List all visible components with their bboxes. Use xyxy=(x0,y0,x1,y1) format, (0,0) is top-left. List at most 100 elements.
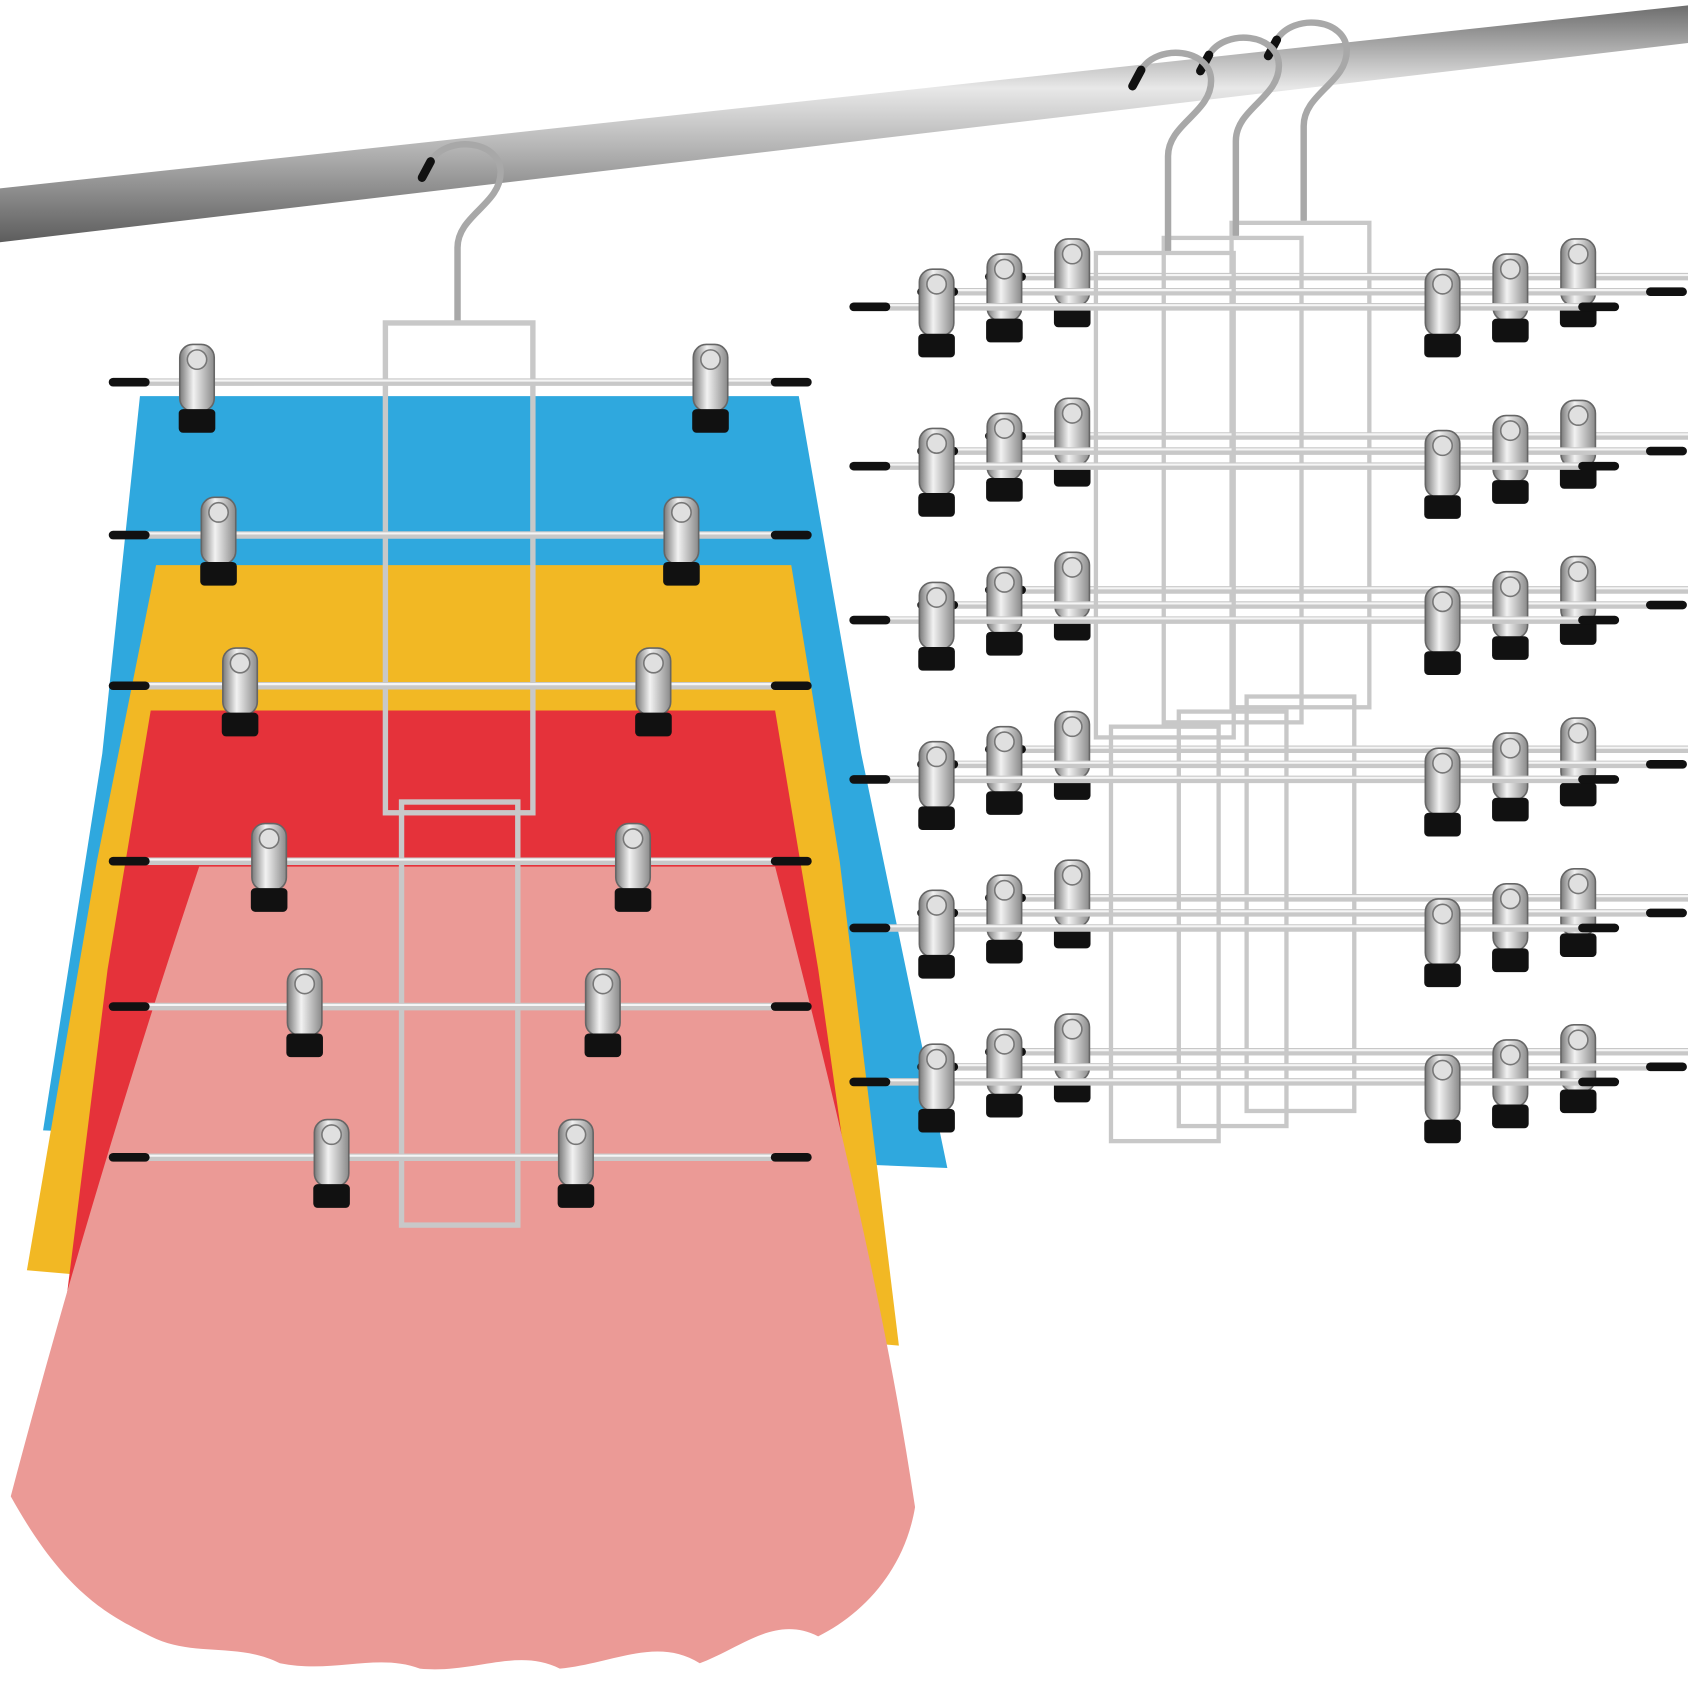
clip xyxy=(1424,898,1461,988)
clip-rivet xyxy=(1432,435,1454,457)
hanger-frame-upper xyxy=(1093,250,1236,740)
clip xyxy=(178,343,216,433)
clip xyxy=(221,647,259,737)
clip-grip xyxy=(986,318,1023,343)
clip xyxy=(918,1043,955,1133)
clip xyxy=(1053,397,1091,487)
clip-grip xyxy=(286,1033,323,1058)
clip-grip xyxy=(663,561,700,586)
clip-rivet xyxy=(186,349,208,371)
clip xyxy=(918,268,955,358)
clip-rivet xyxy=(1432,1059,1454,1081)
clip xyxy=(1424,747,1461,837)
clip-rivet xyxy=(926,433,948,455)
clip-grip xyxy=(918,806,955,831)
clip-grip xyxy=(1492,636,1529,660)
right-hanger-1 xyxy=(849,49,1620,1144)
clip-rivet xyxy=(993,571,1015,593)
clip xyxy=(918,581,955,671)
clip xyxy=(1559,867,1597,958)
clip-grip xyxy=(918,333,955,358)
clip xyxy=(1053,1013,1091,1103)
clip-grip xyxy=(1559,465,1597,489)
clip-rivet xyxy=(1061,243,1083,265)
clip xyxy=(1053,710,1091,800)
clip-grip xyxy=(221,712,259,737)
clip-rivet xyxy=(1499,576,1521,598)
clip-rivet xyxy=(926,586,948,608)
clip-rivet xyxy=(700,349,722,371)
hook xyxy=(1137,49,1215,253)
clip xyxy=(1053,551,1091,641)
clip-rivet xyxy=(1499,420,1521,442)
clip xyxy=(1424,268,1461,358)
clip-grip xyxy=(986,1093,1023,1118)
clip-rivet xyxy=(622,828,644,850)
clip-grip xyxy=(313,1184,350,1208)
clip-grip xyxy=(986,791,1023,815)
clip xyxy=(250,822,288,912)
clip xyxy=(692,343,729,433)
clip-rivet xyxy=(1567,873,1589,895)
clip xyxy=(986,566,1023,656)
clip xyxy=(557,1118,595,1208)
clip-grip xyxy=(1424,651,1461,675)
clip xyxy=(1053,859,1091,949)
clip-grip xyxy=(1492,480,1529,504)
clip-grip xyxy=(986,939,1023,964)
clip-grip xyxy=(986,631,1023,656)
clip-grip xyxy=(918,646,955,671)
clip-grip xyxy=(918,1108,955,1133)
clip-rivet xyxy=(670,501,692,523)
clip-rivet xyxy=(229,652,251,674)
clip xyxy=(635,647,672,737)
hanger-frame-lower xyxy=(398,799,521,1228)
clip-rivet xyxy=(642,652,664,674)
clip-rivet xyxy=(1061,864,1083,886)
clip-rivet xyxy=(1432,903,1454,925)
clip-rivet xyxy=(993,731,1015,753)
clip-grip xyxy=(1559,621,1597,645)
clip-grip xyxy=(1559,933,1597,958)
clip-grip xyxy=(200,561,237,586)
clip-rivet xyxy=(926,273,948,295)
clip-rivet xyxy=(1432,591,1454,613)
clip-grip xyxy=(614,888,652,912)
clip xyxy=(1559,1024,1597,1114)
skirts xyxy=(10,396,948,1670)
clip-rivet xyxy=(321,1124,343,1146)
clip-grip xyxy=(986,477,1023,502)
clip-rivet xyxy=(294,973,316,995)
clip xyxy=(986,412,1023,502)
clip-rivet xyxy=(208,501,230,523)
clip-rivet xyxy=(1061,556,1083,578)
clip xyxy=(1492,253,1529,343)
clip-grip xyxy=(692,409,729,433)
hook-tip xyxy=(1128,65,1146,91)
clip xyxy=(1424,429,1461,519)
clip-grip xyxy=(635,712,672,737)
clip-grip xyxy=(1424,812,1461,837)
clip-rivet xyxy=(993,417,1015,439)
clip-grip xyxy=(584,1033,622,1058)
clip-rivet xyxy=(258,828,280,850)
hook xyxy=(427,141,504,325)
clip-rivet xyxy=(993,258,1015,280)
clip xyxy=(1492,414,1529,504)
clip xyxy=(200,496,237,586)
clip xyxy=(1424,1054,1461,1144)
clip xyxy=(1559,555,1597,645)
clip-rivet xyxy=(1567,722,1589,744)
clip-rivet xyxy=(926,746,948,768)
clip xyxy=(584,968,622,1058)
clip-rivet xyxy=(1061,1018,1083,1040)
right-hanger-2 xyxy=(917,34,1687,1129)
clip-rivet xyxy=(1567,243,1589,265)
clip-rivet xyxy=(1499,888,1521,910)
clip xyxy=(286,968,323,1058)
clip xyxy=(986,1028,1023,1118)
clip-rivet xyxy=(565,1124,587,1146)
hook xyxy=(1273,19,1350,223)
clip-rivet xyxy=(926,1048,948,1070)
